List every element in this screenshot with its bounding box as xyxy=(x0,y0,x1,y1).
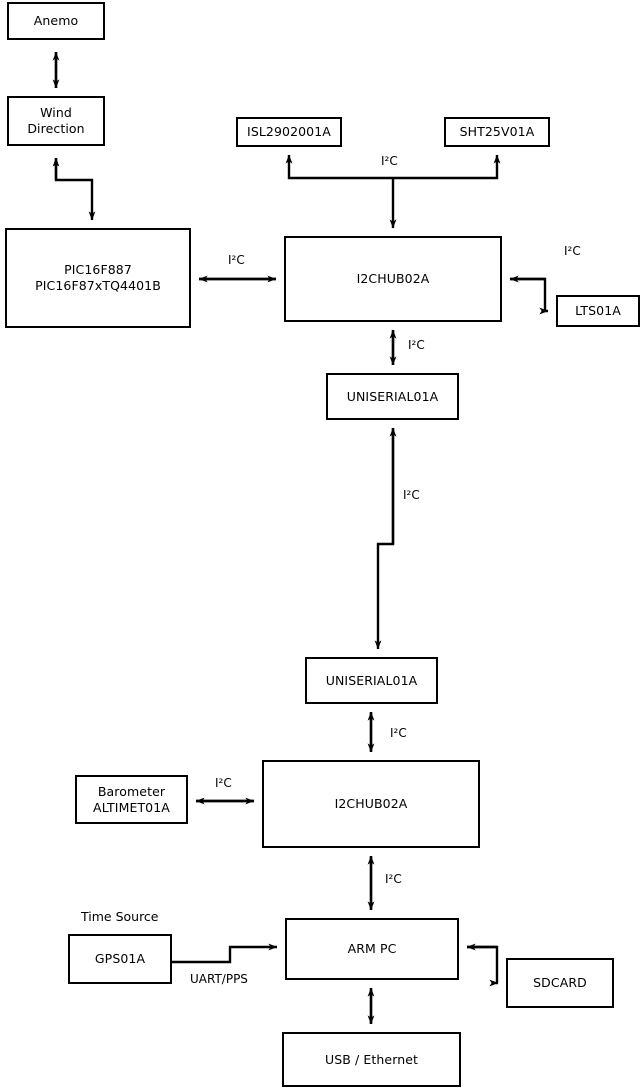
node-wind-direction[interactable]: Wind Direction xyxy=(7,96,105,146)
node-i2chub02a-bottom[interactable]: I2CHUB02A xyxy=(262,760,480,848)
i2c-label-hub-armpc: I²C xyxy=(385,872,402,886)
wire-hub-bus-sht xyxy=(393,154,501,180)
i2c-label-sensor-bus: I²C xyxy=(381,154,398,168)
wire-armpc-sdcard-out xyxy=(467,945,499,987)
node-uniserial01a-bottom[interactable]: UNISERIAL01A xyxy=(305,657,438,704)
node-barometer-altimet01a[interactable]: Barometer ALTIMET01A xyxy=(75,775,188,824)
node-sdcard[interactable]: SDCARD xyxy=(506,958,614,1008)
wire-uniserial-link-down xyxy=(374,428,395,650)
node-uniserial01a-top[interactable]: UNISERIAL01A xyxy=(326,373,459,420)
i2c-label-pic-hub: I²C xyxy=(228,253,245,267)
uart-pps-label: UART/PPS xyxy=(190,972,248,986)
node-sht25v01a[interactable]: SHT25V01A xyxy=(444,117,550,147)
wire-hub-bus-isl xyxy=(285,154,393,180)
node-i2chub02a-top[interactable]: I2CHUB02A xyxy=(284,236,502,322)
i2c-label-hub-uniserial: I²C xyxy=(408,338,425,352)
node-lts01a[interactable]: LTS01A xyxy=(556,295,640,327)
node-isl2902001a[interactable]: ISL2902001A xyxy=(236,117,342,147)
node-arm-pc[interactable]: ARM PC xyxy=(285,918,459,980)
i2c-label-hub-lts: I²C xyxy=(564,244,581,258)
i2c-label-barometer-hub: I²C xyxy=(215,776,232,790)
wire-winddir-pic-path xyxy=(54,158,96,221)
node-pic-microcontroller[interactable]: PIC16F887 PIC16F87xTQ4401B xyxy=(5,228,191,328)
wire-hub-lts-out xyxy=(510,277,549,315)
i2c-label-uniserial-link: I²C xyxy=(403,488,420,502)
node-anemo[interactable]: Anemo xyxy=(7,2,105,40)
node-usb-ethernet[interactable]: USB / Ethernet xyxy=(282,1032,461,1087)
wire-gps-armpc xyxy=(172,943,278,964)
time-source-label: Time Source xyxy=(81,909,159,924)
node-gps01a[interactable]: GPS01A xyxy=(68,934,172,984)
i2c-label-uniserial-hub: I²C xyxy=(390,726,407,740)
